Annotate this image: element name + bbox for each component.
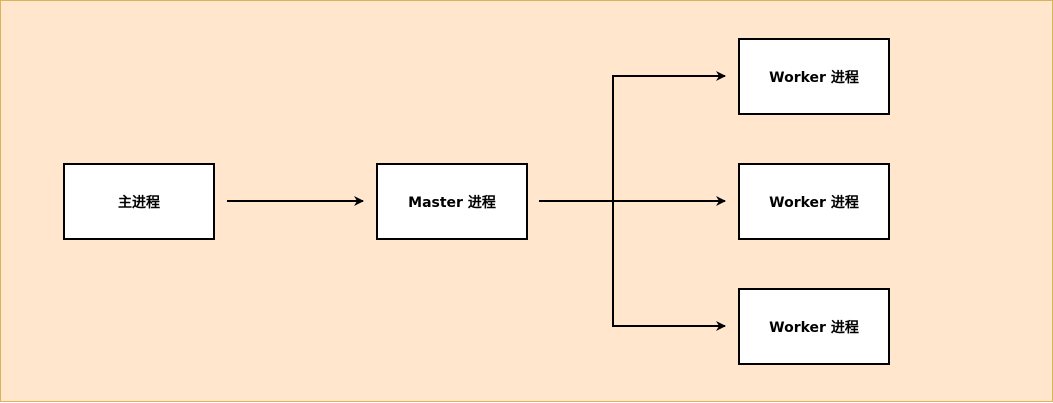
worker-process-label: Worker 进程 [769, 69, 859, 86]
worker-process-node-3[interactable]: Worker 进程 [738, 288, 890, 365]
worker-process-label: Worker 进程 [769, 319, 859, 336]
main-process-node[interactable]: 主进程 [63, 163, 215, 240]
worker-process-node-2[interactable]: Worker 进程 [738, 163, 890, 240]
edge-master-to-worker-3 [612, 201, 726, 331]
worker-process-node-1[interactable]: Worker 进程 [738, 38, 890, 115]
master-process-node[interactable]: Master 进程 [376, 163, 528, 240]
master-process-label: Master 进程 [408, 194, 496, 211]
worker-process-label: Worker 进程 [769, 194, 859, 211]
edge-master-to-worker-1 [612, 71, 726, 201]
main-process-label: 主进程 [118, 194, 160, 211]
